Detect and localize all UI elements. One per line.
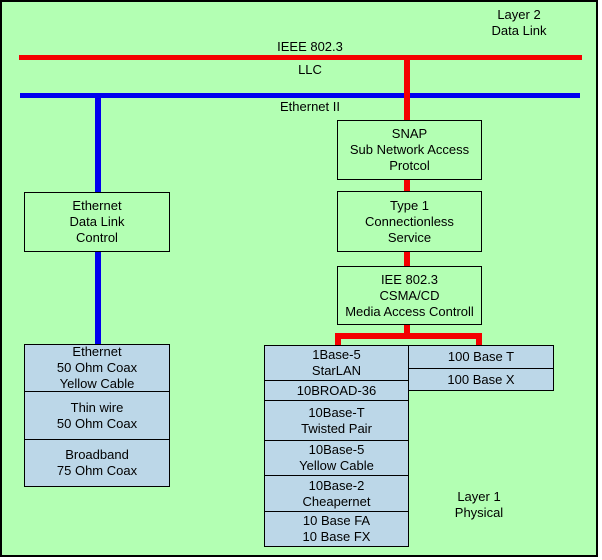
media-box-line: 50 Ohm Coax <box>56 360 138 375</box>
media-box-10basef: 10 Base FA 10 Base FX <box>264 511 409 547</box>
media-box-10baset: 10Base-T Twisted Pair <box>264 400 409 441</box>
layer1-label-line1: Layer 1 <box>457 489 501 504</box>
red-connector-snap-to-type1 <box>404 179 410 191</box>
media-box-line: 100 Base T <box>447 349 515 364</box>
mac-box-line: IEE 802.3 <box>380 271 439 287</box>
media-box-100baset: 100 Base T <box>408 345 554 369</box>
media-box-line: 10BROAD-36 <box>296 382 377 398</box>
media-box-line: 10Base-2 <box>308 477 365 493</box>
snap-box-line: Protcol <box>389 158 430 173</box>
media-box-1base5: 1Base-5 StarLAN <box>264 345 409 381</box>
blue-connector-bus-to-edlc <box>95 93 101 192</box>
type1-box-line: Connectionless <box>365 213 454 229</box>
media-box-line: Yellow Cable <box>299 458 374 473</box>
edlc-box-line: Ethernet <box>72 198 122 213</box>
media-box-10base5: 10Base-5 Yellow Cable <box>264 440 409 476</box>
ethernet-ii-bus-line <box>20 93 580 98</box>
media-box-line: 1Base-5 <box>312 347 361 362</box>
mac-box: IEE 802.3 CSMA/CD Media Access Controll <box>337 266 482 325</box>
ethernet-ii-bus-label: Ethernet II <box>280 99 340 114</box>
media-box-100basex: 100 Base X <box>408 368 554 391</box>
media-box-10base2: 10Base-2 Cheapernet <box>264 475 409 512</box>
mac-box-line: CSMA/CD <box>379 287 440 303</box>
media-box-line: 10 Base FA <box>302 513 371 528</box>
media-box-line: 10Base-T <box>308 404 365 420</box>
llc-bus-label: LLC <box>298 62 322 77</box>
ieee-8023-bus-label: IEEE 802.3 <box>277 39 343 54</box>
ieee-8023-bus-line <box>19 55 582 60</box>
red-branch-bar <box>335 333 482 339</box>
type1-box-line: Type 1 <box>389 197 430 213</box>
media-box-line: Thin wire <box>70 399 124 415</box>
media-box-line: Yellow Cable <box>59 376 135 391</box>
red-connector-type1-to-mac <box>404 252 410 267</box>
type1-box-line: Service <box>387 229 432 245</box>
red-branch-drop-right <box>476 333 482 345</box>
layer2-label: Layer 2 Data Link <box>454 7 584 39</box>
mac-box-line: Media Access Controll <box>345 303 474 319</box>
layer2-label-line1: Layer 2 <box>497 7 541 22</box>
edlc-box-line: Control <box>76 230 118 245</box>
layer1-label: Layer 1 Physical <box>414 489 544 521</box>
layer2-label-line2: Data Link <box>491 23 547 38</box>
media-box-line: 50 Ohm Coax <box>56 415 138 431</box>
snap-box-line: Sub Network Access <box>349 142 470 157</box>
type1-box: Type 1 Connectionless Service <box>337 191 482 252</box>
red-branch-drop-left <box>335 333 341 345</box>
layer1-label-line2: Physical <box>454 505 504 520</box>
edlc-box-line: Data Link <box>69 214 125 229</box>
media-box-line: StarLAN <box>311 363 362 378</box>
red-connector-mac-to-branch <box>404 324 410 335</box>
media-box-line: Broadband <box>65 447 129 462</box>
red-connector-bus-to-snap <box>404 55 410 120</box>
media-box-line: Cheapernet <box>302 493 371 509</box>
media-box-ethernet-coax: Ethernet 50 Ohm Coax Yellow Cable <box>24 344 170 392</box>
media-box-line: 100 Base X <box>447 371 515 387</box>
media-box-line: 10 Base FX <box>302 529 371 544</box>
blue-connector-edlc-to-media <box>95 252 101 344</box>
snap-box-line: SNAP <box>391 126 428 141</box>
media-box-thin-wire: Thin wire 50 Ohm Coax <box>24 391 170 440</box>
edlc-box: Ethernet Data Link Control <box>24 192 170 252</box>
media-box-line: Ethernet <box>72 344 122 359</box>
media-box-10broad36: 10BROAD-36 <box>264 380 409 401</box>
snap-box: SNAP Sub Network Access Protcol <box>337 120 482 180</box>
media-box-line: 75 Ohm Coax <box>56 463 138 478</box>
media-box-line: Twisted Pair <box>301 420 372 436</box>
media-box-broadband: Broadband 75 Ohm Coax <box>24 439 170 487</box>
media-box-line: 10Base-5 <box>308 442 365 457</box>
